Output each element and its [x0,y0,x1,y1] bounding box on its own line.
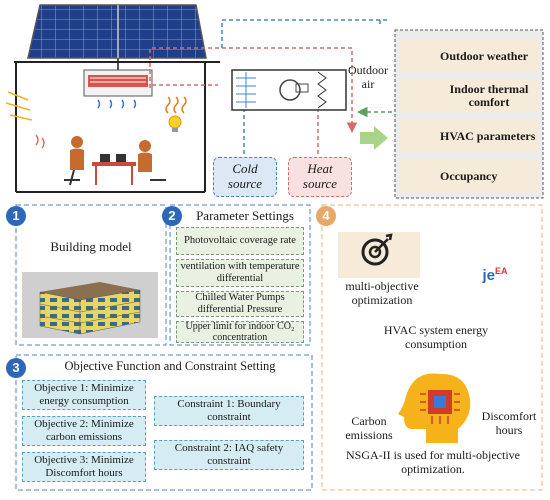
legend-indoor-thermal-comfort: Indoor thermal comfort [400,80,538,112]
param-item: Upper limit for indoor CO₂ concentration [176,321,304,343]
legend-occupancy: Occupancy [400,160,538,192]
outdoor-air-label: Outdoor air [348,63,388,91]
param-item: Photovoltaic coverage rate [176,227,304,255]
objective-item: Objective 2: Minimize carbon emissions [22,416,146,446]
legend-label: Occupancy [440,168,498,183]
parameter-settings-panel [169,204,311,346]
building-3d-model-icon [22,272,158,338]
objective-item: Objective 3: Minimize Discomfort hours [22,452,146,482]
constraint-item: Constraint 1: Boundary constraint [154,396,304,426]
duct-lines [149,19,392,166]
occupants-icon [35,134,166,186]
parameter-settings-title: Parameter Settings [196,208,294,223]
legend-outdoor-weather: Outdoor weather [400,40,538,72]
section-badge-3: 3 [6,358,26,378]
building-outline [14,61,220,193]
optimization-panel [321,204,543,491]
flow-arrow-icon [360,126,388,150]
lightbulb-icon [168,115,182,132]
indoor-ac-unit-icon [83,69,153,109]
multi-objective-optimization-label: multi-objective optimization [345,279,419,307]
hvac-energy-label: HVAC system energy consumption [383,323,489,351]
section-badge-4: 4 [316,206,336,226]
constraint-item: Constraint 2: IAQ safety constraint [154,440,304,470]
section-badge-2: 2 [162,206,182,226]
heat-source-label: Heat source [288,157,352,197]
nsga-ii-note: NSGA-II is used for multi-objective opti… [346,448,520,476]
legend-label: Indoor thermal comfort [449,81,529,109]
logo-superscript: EA [495,266,508,276]
objective-constraint-title: Objective Function and Constraint Settin… [64,359,276,373]
ai-brain-head-icon [398,373,471,443]
section-badge-1: 1 [6,206,26,226]
solar-panel-icon [27,4,207,72]
legend-hvac-parameters: HVAC parameters [400,120,538,152]
air-handling-unit-icon [231,69,347,111]
heat-wave-icon [165,96,187,114]
sunlight-icon [5,91,33,121]
discomfort-hours-label: Discomfort hours [481,409,537,437]
target-optimization-icon [338,232,420,278]
cold-source-label: Cold source [213,157,277,197]
legend-label: HVAC parameters [440,128,536,143]
building-model-title: Building model [50,239,132,254]
legend-label: Outdoor weather [440,48,529,63]
building-model-panel [15,204,167,346]
param-item: ventilation with temperature differentia… [176,259,304,287]
carbon-emissions-label: Carbon emissions [345,414,393,442]
jmetal-logo: jeEA [470,266,520,284]
param-item: Chilled Water Pumps differential Pressur… [176,291,304,317]
logo-main-text: je [482,267,495,284]
objective-constraint-panel [15,354,313,491]
objective-item: Objective 1: Minimize energy consumption [22,380,146,410]
